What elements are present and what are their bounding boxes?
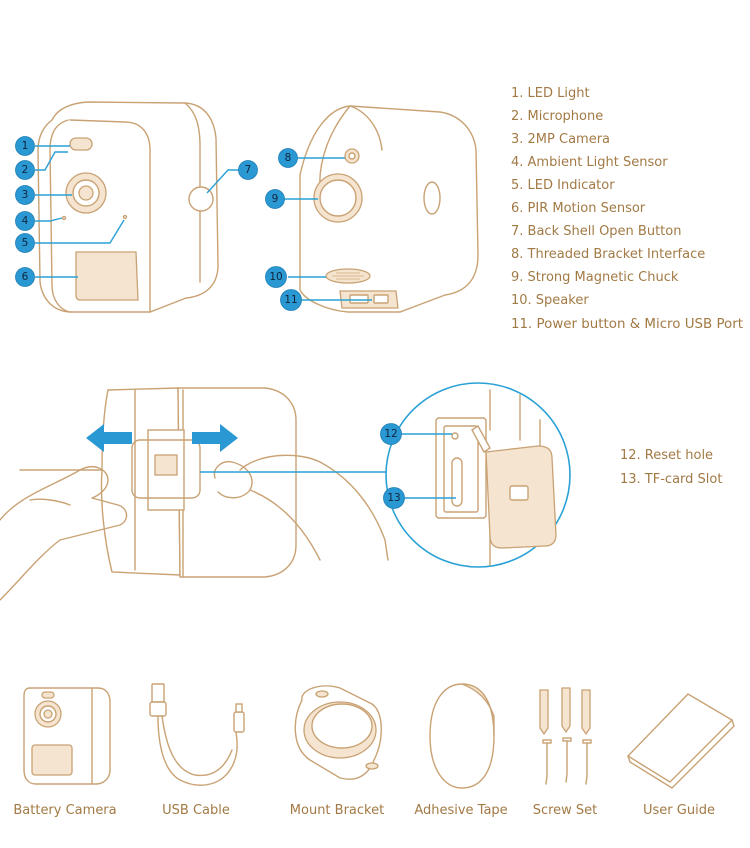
accessory-usb-cable <box>149 683 245 786</box>
svg-text:9: 9 <box>272 193 279 205</box>
back-camera-illustration <box>299 105 479 313</box>
svg-text:1: 1 <box>22 140 29 152</box>
legend-item: 4. Ambient Light Sensor <box>511 155 668 170</box>
svg-text:3: 3 <box>22 189 29 201</box>
svg-text:8: 8 <box>285 152 292 164</box>
legend-item: 2. Microphone <box>511 109 603 124</box>
legend-item: 5. LED Indicator <box>511 178 615 193</box>
accessory-label: USB Cable <box>162 803 230 818</box>
svg-text:6: 6 <box>22 271 29 283</box>
marker-11: 11 <box>280 289 302 311</box>
legend-top: 1. LED Light 2. Microphone 3. 2MP Camera… <box>511 86 743 332</box>
marker-8: 8 <box>278 148 298 168</box>
back-shell-opening-illustration <box>0 382 571 601</box>
marker-12: 12 <box>380 423 402 445</box>
front-camera-illustration <box>37 101 219 313</box>
legend-item: 8. Threaded Bracket Interface <box>511 247 705 262</box>
svg-text:2: 2 <box>22 164 29 176</box>
legend-item: 11. Power button & Micro USB Port <box>511 317 743 332</box>
marker-2: 2 <box>15 160 35 180</box>
accessory-labels: Battery Camera USB Cable Mount Bracket A… <box>13 803 715 818</box>
marker-1: 1 <box>15 136 35 156</box>
marker-9: 9 <box>265 189 285 209</box>
svg-text:4: 4 <box>22 215 29 227</box>
accessory-screw-set <box>539 687 592 785</box>
marker-5: 5 <box>15 233 35 253</box>
marker-4: 4 <box>15 211 35 231</box>
marker-3: 3 <box>15 185 35 205</box>
accessory-adhesive-tape <box>429 683 495 789</box>
accessory-label: Battery Camera <box>13 803 116 818</box>
accessory-label: Screw Set <box>533 803 598 818</box>
svg-text:7: 7 <box>245 164 252 176</box>
leader-lines-top <box>35 145 372 301</box>
marker-7: 7 <box>238 160 258 180</box>
accessory-user-guide <box>626 693 735 789</box>
marker-6: 6 <box>15 267 35 287</box>
legend-item: 13. TF-card Slot <box>620 472 722 487</box>
accessory-mount-bracket <box>294 685 382 780</box>
accessory-label: Mount Bracket <box>290 803 384 818</box>
legend-item: 9. Strong Magnetic Chuck <box>511 270 679 285</box>
svg-text:13: 13 <box>387 492 400 504</box>
legend-item: 10. Speaker <box>511 293 589 308</box>
marker-10: 10 <box>265 266 287 288</box>
svg-text:5: 5 <box>22 237 29 249</box>
legend-item: 1. LED Light <box>511 86 590 101</box>
accessory-battery-camera <box>23 687 111 785</box>
svg-text:11: 11 <box>284 294 297 306</box>
legend-item: 3. 2MP Camera <box>511 132 610 147</box>
accessory-label: Adhesive Tape <box>414 803 507 818</box>
legend-mid: 12. Reset hole 13. TF-card Slot <box>620 448 722 487</box>
markers: 1 2 3 4 5 6 7 8 9 10 11 12 13 <box>15 136 405 509</box>
accessory-label: User Guide <box>643 803 715 818</box>
marker-13: 13 <box>383 487 405 509</box>
legend-item: 12. Reset hole <box>620 448 713 463</box>
legend-item: 7. Back Shell Open Button <box>511 224 681 239</box>
svg-text:12: 12 <box>384 428 397 440</box>
svg-text:10: 10 <box>269 271 282 283</box>
legend-item: 6. PIR Motion Sensor <box>511 201 646 216</box>
